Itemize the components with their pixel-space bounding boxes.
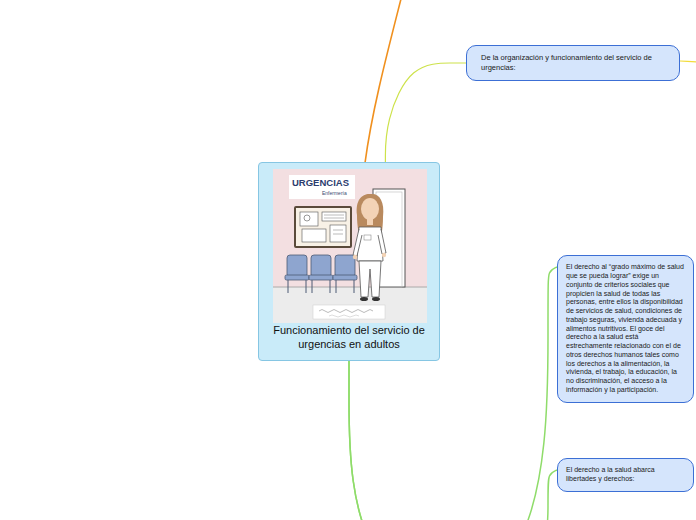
nurse-illustration: [273, 169, 427, 323]
branch-line: [365, 0, 402, 163]
sign-text: Enfermería: [322, 190, 347, 196]
branch-line: [680, 61, 696, 62]
connector-line: [385, 63, 466, 162]
node-text: Funcionamiento del servicio de urgencias…: [259, 323, 439, 358]
sign-text: URGENCIAS: [292, 177, 349, 188]
central-topic: Funcionamiento del servicio de urgencias…: [258, 162, 440, 361]
subtopic-box: El derecho a la salud abarca libertades …: [557, 458, 694, 492]
connector-line: [349, 361, 557, 520]
topic-box: De la organización y funcionamiento del …: [466, 45, 680, 81]
node-text: El derecho a la salud abarca libertades …: [566, 466, 685, 484]
subtopic-box: El derecho al “grado máximo de salud que…: [557, 255, 694, 403]
node-text: El derecho al “grado máximo de salud que…: [566, 263, 685, 394]
node-text: De la organización y funcionamiento del …: [481, 53, 665, 73]
